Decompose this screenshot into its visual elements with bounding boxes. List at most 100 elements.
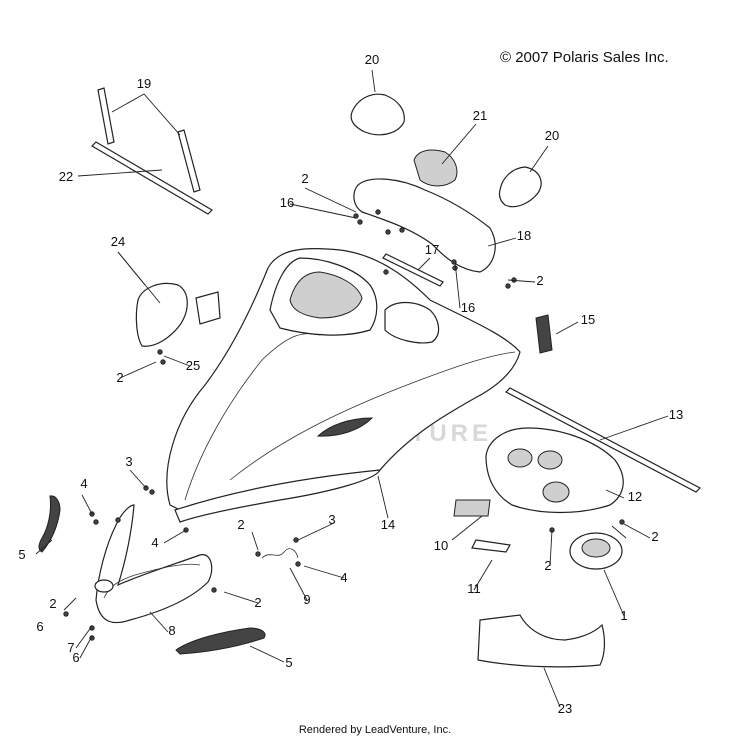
callout-label: 17 [425,242,439,257]
callout-label: 18 [517,228,531,243]
callout-label: 25 [186,358,200,373]
windshield-trim-22 [91,141,213,215]
hood-crease-left [184,333,321,501]
hood-lower-skirt [174,469,382,523]
callout-label: 9 [303,592,310,607]
fastener-20 [211,587,217,593]
leader-line-37 [75,625,93,649]
callout-label: 16 [280,195,294,210]
leader-line-24 [163,529,187,544]
leader-line-6 [304,187,357,213]
fastener-23 [89,635,95,641]
hood-side-vent [316,417,374,437]
leader-line-26 [297,523,333,541]
leader-line-28 [289,567,308,601]
callout-label: 21 [473,108,487,123]
leader-line-9 [487,237,517,247]
leader-line-10 [507,279,536,283]
callout-label: 2 [237,517,244,532]
callout-label: 16 [461,300,475,315]
fastener-2 [375,209,381,215]
callout-label: 1 [620,608,627,623]
callout-label: 4 [340,570,347,585]
leader-line-23 [35,539,53,555]
callout-label: 24 [111,234,125,249]
callout-label: 2 [301,171,308,186]
fastener-7 [505,283,511,289]
fastener-17 [255,551,261,557]
leader-line-7 [289,203,357,219]
leader-line-3 [111,93,145,113]
callout-label: 6 [36,619,43,634]
windshield-strip-left [97,87,115,145]
leader-line-33 [603,569,625,617]
mirror-right-20 [498,166,542,208]
callout-label: 10 [434,538,448,553]
callout-label: 2 [254,595,261,610]
leader-line-11 [454,261,461,309]
strip-5-bottom [175,627,266,655]
callout-label: 11 [467,581,481,596]
console-18 [353,178,496,273]
callout-label: 6 [72,650,79,665]
leader-line-17 [599,415,669,441]
leader-line-0 [371,69,376,93]
callout-label: 2 [116,370,123,385]
strip-17 [382,253,444,287]
leader-line-8 [417,257,431,271]
leader-line-13 [117,251,161,304]
fastener-3 [385,229,391,235]
leader-line-39 [249,645,285,663]
leader-line-18 [605,489,625,499]
callout-label: 7 [67,640,74,655]
footer-credit: Rendered by LeadVenture, Inc. [298,724,452,736]
leader-line-27 [223,591,259,604]
callout-label: 5 [285,655,292,670]
leader-lines [35,69,669,708]
fastener-10 [160,359,166,365]
bracket-15 [535,314,553,354]
fastener-12 [149,489,155,495]
hood-vent-opening [289,271,363,319]
callout-label: 20 [365,52,379,67]
hood-pod-right [384,301,440,344]
callout-label: 2 [536,273,543,288]
bezel-lamp [94,579,114,593]
leader-line-4 [143,93,181,136]
callout-label: 12 [628,489,642,504]
callout-label: 2 [49,596,56,611]
callout-label: 14 [381,517,395,532]
fastener-6 [452,265,458,271]
callout-label: 3 [125,454,132,469]
fastener-0 [353,213,359,219]
callout-label: 3 [328,512,335,527]
tab-11 [471,539,511,553]
tank-cap-left [507,448,533,468]
leader-line-1 [441,123,477,165]
fastener-1 [357,219,363,225]
fastener-9 [157,349,163,355]
fastener-19 [295,561,301,567]
fastener-18 [293,537,299,543]
strip-5-left [38,495,61,553]
callout-label: 20 [545,128,559,143]
fastener-14 [93,519,99,525]
callout-label: 15 [581,312,595,327]
fastener-21 [63,611,69,617]
leader-line-21 [377,475,389,519]
harness-9 [261,548,299,559]
leader-line-20 [129,469,147,489]
side-panel-24 [135,282,188,347]
windshield-strip-right [177,129,201,193]
decal-10 [453,499,491,517]
callout-label: 2 [544,558,551,573]
leader-line-15 [119,361,157,379]
leader-line-36 [149,611,169,633]
fastener-4 [399,227,405,233]
leader-line-30 [451,515,483,541]
callout-label: 5 [18,547,25,562]
fastener-group [63,209,625,641]
leader-line-14 [163,355,191,367]
